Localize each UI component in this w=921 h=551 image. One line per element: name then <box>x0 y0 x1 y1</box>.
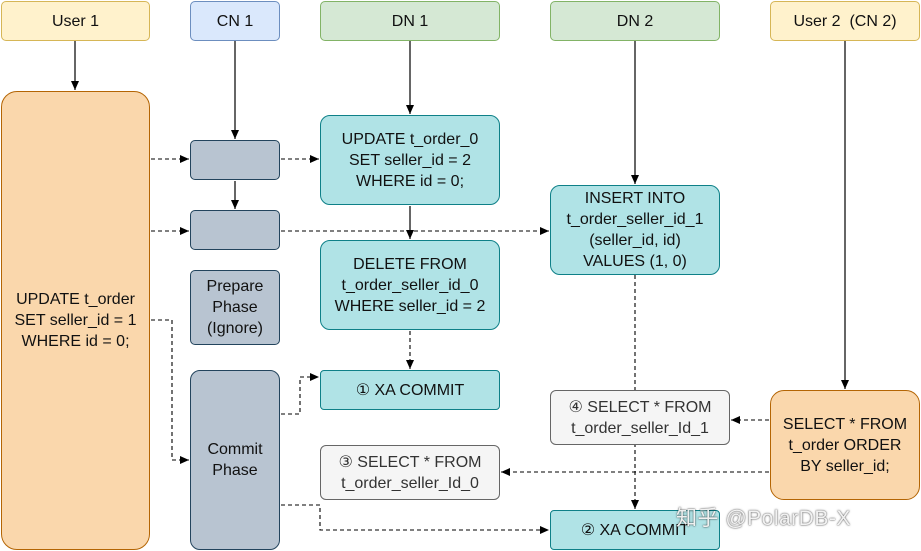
cn1-commit-phase: Commit Phase <box>190 370 280 550</box>
arrow-commit-xa1 <box>281 373 319 415</box>
prepare-phase-label: Prepare Phase (Ignore) <box>206 278 264 337</box>
dn2-xa-commit-text: ② XA COMMIT <box>580 521 690 539</box>
commit-phase-label: Commit Phase <box>207 441 263 479</box>
header-dn-2: DN 2 <box>550 1 720 41</box>
dn2-select-box: ④ SELECT * FROM t_order_seller_Id_1 <box>550 390 730 445</box>
dn2-insert-text: INSERT INTO t_order_seller_id_1 (seller_… <box>566 190 704 270</box>
header-user-2: User 2 (CN 2) <box>770 1 920 41</box>
header-dn-1-label: DN 1 <box>391 12 429 30</box>
header-cn-1: CN 1 <box>190 1 280 41</box>
user2-select-statement: SELECT * FROM t_order ORDER BY seller_id… <box>770 390 920 500</box>
cn1-step-box-2 <box>190 210 280 250</box>
dn1-delete-text: DELETE FROM t_order_seller_id_0 WHERE se… <box>334 255 486 315</box>
header-dn-1: DN 1 <box>320 1 500 41</box>
cn1-step-box-1 <box>190 140 280 180</box>
header-user-2-label: User 2 (CN 2) <box>793 12 897 30</box>
arrow-user1-commit <box>151 319 189 464</box>
arrow-commit-xa2 <box>281 504 549 534</box>
dn1-select-box: ③ SELECT * FROM t_order_seller_Id_0 <box>320 445 500 500</box>
header-user-1: User 1 <box>1 1 150 41</box>
header-user-1-label: User 1 <box>51 12 100 30</box>
dn2-select-text: ④ SELECT * FROM t_order_seller_Id_1 <box>568 398 712 437</box>
user2-sql-text: SELECT * FROM t_order ORDER BY seller_id… <box>782 415 908 475</box>
user1-update-statement: UPDATE t_order SET seller_id = 1 WHERE i… <box>1 91 150 550</box>
dn1-update-text: UPDATE t_order_0 SET seller_id = 2 WHERE… <box>341 130 479 190</box>
watermark: 知乎 @PolarDB-X <box>676 507 851 530</box>
dn1-xa-commit-box: ① XA COMMIT <box>320 370 500 410</box>
user1-sql-text: UPDATE t_order SET seller_id = 1 WHERE i… <box>14 291 137 350</box>
dn1-delete-box: DELETE FROM t_order_seller_id_0 WHERE se… <box>320 240 500 330</box>
header-dn-2-label: DN 2 <box>616 12 654 30</box>
dn1-update-box: UPDATE t_order_0 SET seller_id = 2 WHERE… <box>320 115 500 205</box>
cn1-prepare-phase: Prepare Phase (Ignore) <box>190 270 280 345</box>
dn1-select-text: ③ SELECT * FROM t_order_seller_Id_0 <box>338 453 482 492</box>
dn2-xa-commit-box: ② XA COMMIT <box>550 510 720 550</box>
dn2-insert-box: INSERT INTO t_order_seller_id_1 (seller_… <box>550 185 720 275</box>
dn1-xa-commit-text: ① XA COMMIT <box>355 381 465 399</box>
header-cn-1-label: CN 1 <box>216 12 254 30</box>
